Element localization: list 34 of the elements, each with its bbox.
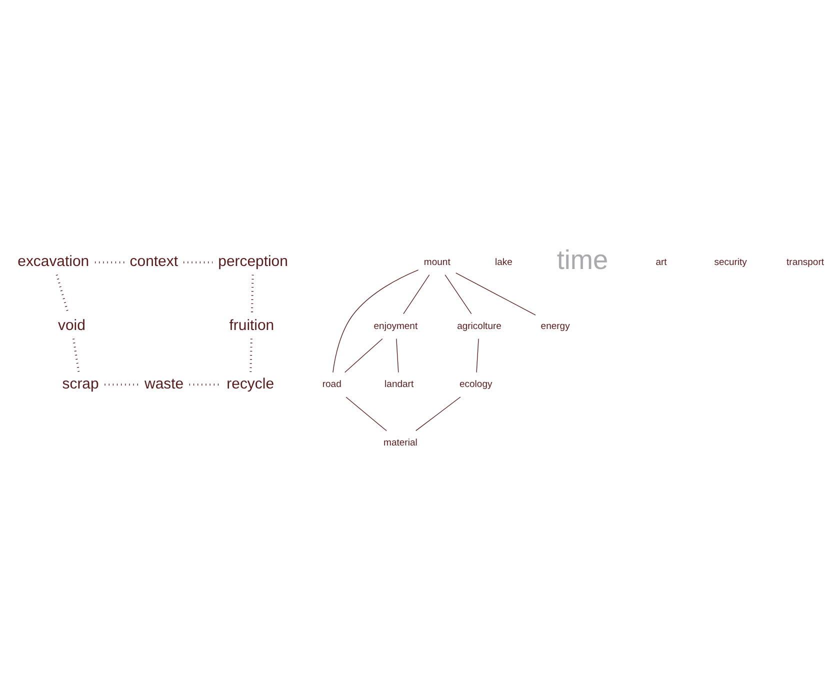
connector bbox=[332, 270, 418, 373]
connector bbox=[455, 272, 536, 316]
label: security bbox=[714, 256, 746, 268]
connector bbox=[344, 338, 382, 373]
connector bbox=[250, 274, 254, 314]
node-text: ecology bbox=[458, 379, 492, 390]
node-text: waste bbox=[144, 375, 184, 392]
node-text: context bbox=[129, 253, 178, 270]
node-text: energy bbox=[540, 320, 570, 332]
node-text: material bbox=[383, 438, 417, 449]
connector bbox=[415, 396, 460, 432]
connector bbox=[396, 338, 398, 373]
node-text: fruition bbox=[228, 317, 274, 334]
node-text: agricolture bbox=[456, 320, 501, 332]
connector bbox=[183, 261, 212, 264]
connector bbox=[249, 338, 252, 372]
connector bbox=[345, 396, 386, 432]
node-text: excavation bbox=[17, 253, 89, 270]
node-text: road bbox=[322, 379, 341, 390]
label: art bbox=[655, 256, 666, 268]
connector bbox=[444, 274, 472, 314]
connector bbox=[72, 338, 80, 372]
label: time bbox=[556, 244, 608, 276]
label: lake bbox=[494, 256, 512, 268]
node-text: recycle bbox=[226, 375, 274, 392]
node-text: landart bbox=[384, 379, 414, 390]
node-text: scrap bbox=[62, 375, 98, 392]
connector bbox=[402, 274, 430, 314]
connector bbox=[476, 338, 478, 373]
node-text: enjoyment bbox=[373, 320, 418, 332]
node-text: mount bbox=[423, 256, 450, 268]
node-text: void bbox=[58, 317, 85, 334]
label: transport bbox=[786, 256, 824, 268]
node-text: perception bbox=[218, 253, 288, 270]
